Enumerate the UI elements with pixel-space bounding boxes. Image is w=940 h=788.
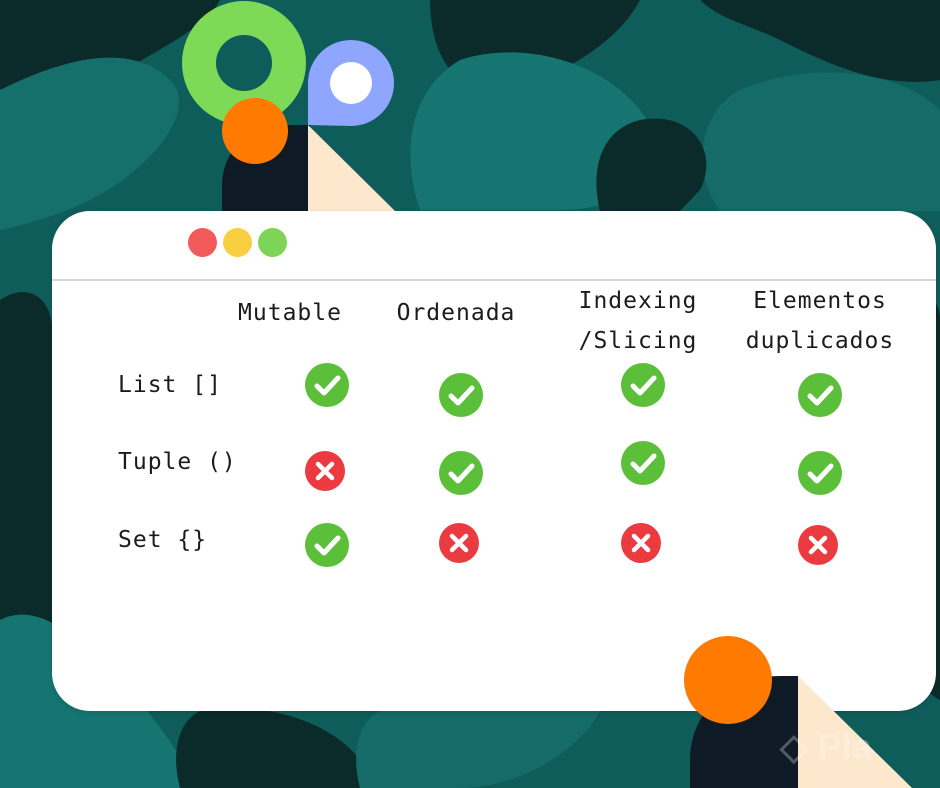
column-header-elementos-duplicados: Elementos duplicados xyxy=(745,288,895,354)
column-header-mutable: Mutable xyxy=(238,300,342,326)
row-label-set: Set {} xyxy=(118,527,208,553)
window-maximize-button[interactable] xyxy=(258,228,287,257)
check-circle-icon-r1c3 xyxy=(798,451,842,495)
check-circle-icon-r0c1 xyxy=(439,373,483,417)
check-circle-icon-r1c2 xyxy=(621,441,665,485)
column-header-ordenada: Ordenada xyxy=(396,300,516,326)
x-circle-icon-r2c3 xyxy=(798,525,838,565)
x-circle-icon-r1c0 xyxy=(305,451,345,491)
window: Mutable Ordenada Indexing /Slicing Eleme… xyxy=(52,211,936,711)
check-circle-icon-r0c2 xyxy=(621,363,665,407)
check-circle-icon-r2c0 xyxy=(305,523,349,567)
window-titlebar xyxy=(52,211,936,281)
window-close-button[interactable] xyxy=(188,228,217,257)
check-circle-icon-r1c1 xyxy=(439,451,483,495)
window-minimize-button[interactable] xyxy=(223,228,252,257)
x-circle-icon-r2c2 xyxy=(621,523,661,563)
column-header-indexing-slicing: Indexing /Slicing xyxy=(578,288,698,354)
row-label-tuple: Tuple () xyxy=(118,449,237,475)
check-circle-icon-r0c3 xyxy=(798,373,842,417)
row-label-list: List [] xyxy=(118,372,222,398)
watermark-logo: ◇ Pla xyxy=(780,726,872,767)
check-circle-icon-r0c0 xyxy=(305,363,349,407)
x-circle-icon-r2c1 xyxy=(439,523,479,563)
